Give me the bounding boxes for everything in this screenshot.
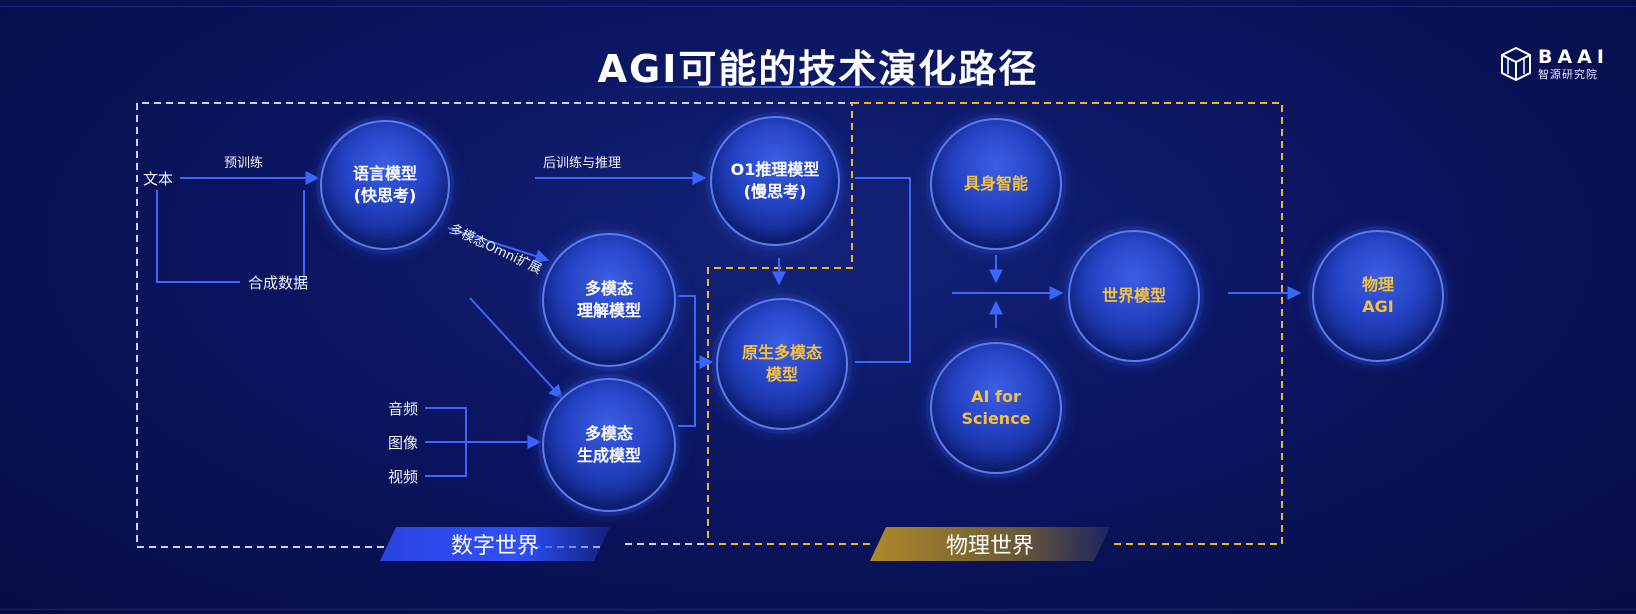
line-synth-to-label [296, 196, 305, 281]
node-physical-agi: 物理 AGI [1312, 230, 1444, 362]
node-multimodal-generation: 多模态 生成模型 [542, 378, 676, 512]
label-video: 视频 [388, 468, 419, 486]
node-multimodal-understanding: 多模态 理解模型 [542, 233, 676, 367]
bottom-divider [0, 609, 1636, 610]
node-world-model: 世界模型 [1068, 230, 1200, 362]
banner-physical-world: 物理世界 [870, 527, 1110, 561]
banner-digital-world: 数字世界 [380, 527, 610, 561]
arrow-lang-to-gen [469, 297, 563, 400]
line-synthetic-loop [156, 190, 240, 283]
label-text: 文本 [143, 170, 174, 188]
logo-subtitle: 智源研究院 [1538, 68, 1598, 81]
physical-world-boundary [707, 102, 1283, 545]
top-divider [0, 6, 1636, 7]
node-o1-reasoning-model: O1推理模型 (慢思考) [710, 116, 840, 246]
line-right-bracket [855, 177, 911, 363]
label-posttrain: 后训练与推理 [543, 156, 622, 171]
digital-world-boundary [136, 102, 852, 548]
node-ai-for-science: AI for Science [930, 342, 1062, 474]
node-native-multimodal: 原生多模态 模型 [716, 298, 848, 430]
baai-logo: BAAI 智源研究院 [1500, 46, 1610, 86]
title-underline [620, 86, 1000, 88]
baai-logo-icon [1501, 46, 1531, 82]
arrow-omni [447, 227, 550, 263]
logo-wordmark: BAAI [1538, 46, 1609, 68]
page-title: AGI可能的技术演化路径 [597, 47, 1039, 91]
node-language-model: 语言模型 (快思考) [320, 120, 450, 250]
label-image: 图像 [388, 434, 419, 452]
label-pretrain: 预训练 [224, 156, 264, 171]
label-synthetic: 合成数据 [248, 274, 309, 292]
node-embodied-intelligence: 具身智能 [930, 118, 1062, 250]
line-mm-bracket [678, 295, 696, 427]
label-audio: 音频 [388, 400, 419, 418]
